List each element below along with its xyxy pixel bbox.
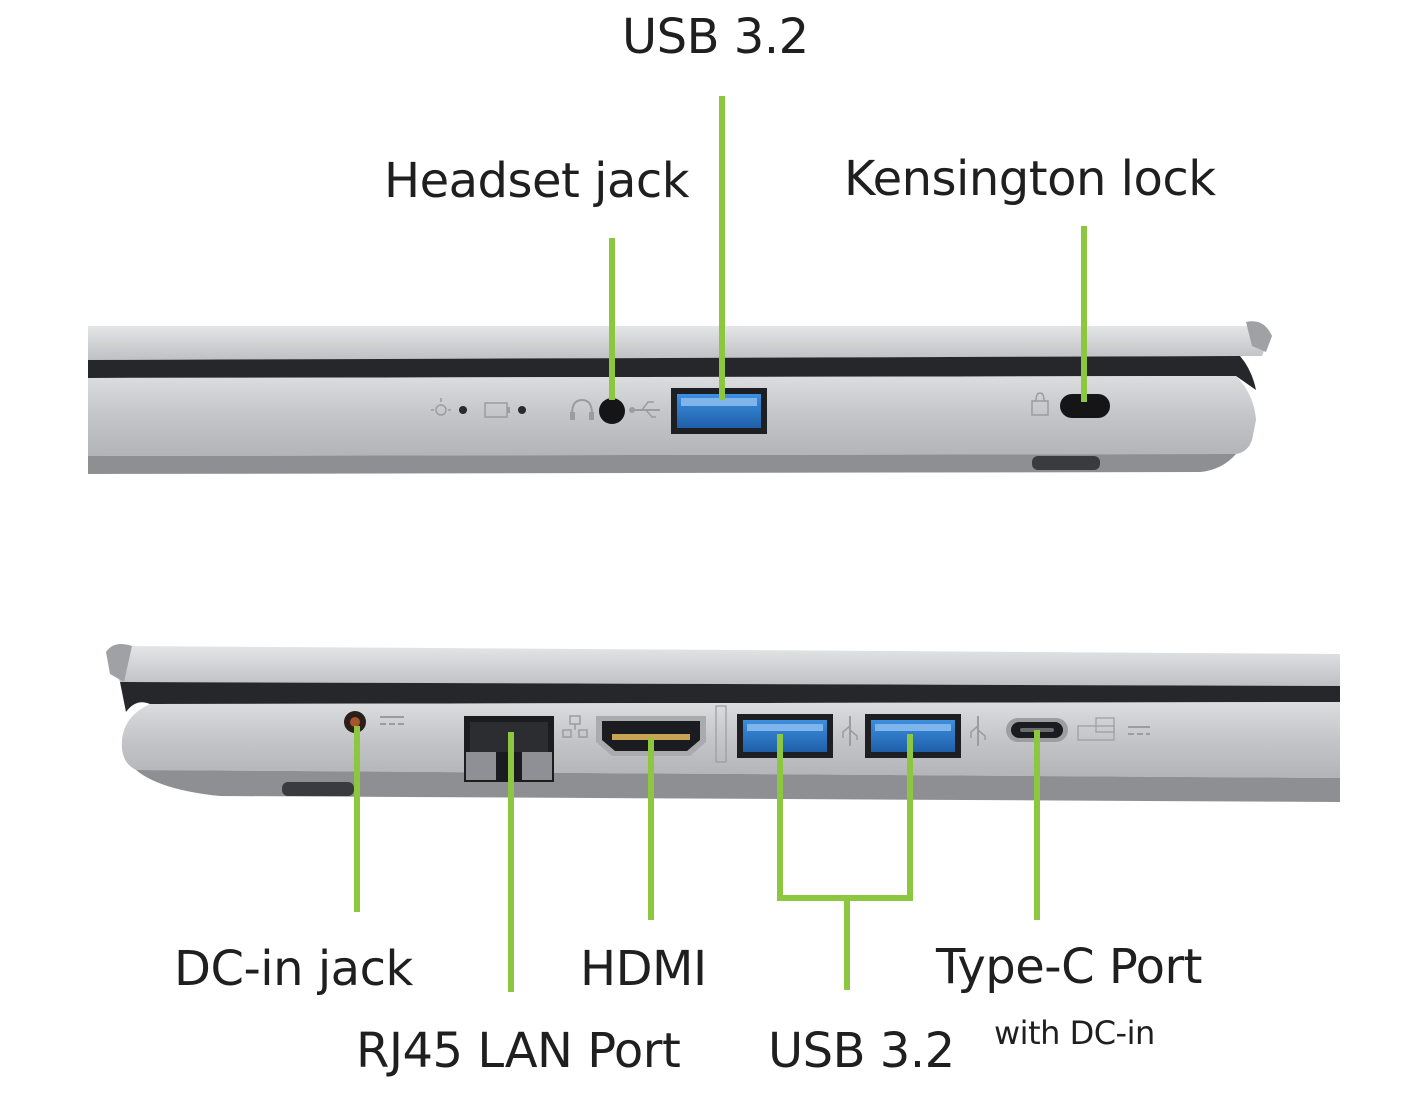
right-side-view xyxy=(88,321,1272,474)
usb-a-port-right xyxy=(671,388,767,434)
kensington-slot xyxy=(1060,394,1110,418)
lid-edge xyxy=(88,326,1268,360)
lid-edge xyxy=(117,646,1341,686)
dc-power-icon xyxy=(380,716,404,725)
label-rj45-lan-port: RJ45 LAN Port xyxy=(356,1023,681,1079)
headset-icon xyxy=(570,398,594,420)
usb-a-port-left-1 xyxy=(737,714,833,758)
base-chassis xyxy=(121,702,1340,778)
hinge xyxy=(1246,321,1272,352)
hinge-seam xyxy=(88,356,1256,390)
label-usb-bottom: USB 3.2 xyxy=(768,1023,955,1079)
hinge-seam xyxy=(120,682,1340,712)
label-type-c-port: Type-C Port xyxy=(936,939,1203,995)
lock-icon xyxy=(1031,392,1049,416)
hinge xyxy=(106,644,132,682)
power-led-icon xyxy=(431,398,451,416)
hdmi-port xyxy=(596,716,706,756)
label-dc-in-jack: DC-in jack xyxy=(174,941,413,997)
dc-in-jack-port xyxy=(344,711,366,733)
left-side-view xyxy=(106,644,1341,802)
label-hdmi: HDMI xyxy=(580,941,707,997)
label-type-c-note: with DC-in xyxy=(994,1014,1155,1052)
base-shadow xyxy=(88,454,1236,474)
network-icon xyxy=(562,715,588,738)
usb-symbol-icon xyxy=(842,716,858,746)
label-headset-jack: Headset jack xyxy=(384,153,690,209)
rubber-foot xyxy=(1032,456,1100,470)
power-led xyxy=(459,406,467,414)
label-kensington-lock: Kensington lock xyxy=(844,151,1216,207)
label-usb-top: USB 3.2 xyxy=(622,9,809,65)
battery-led-icon xyxy=(484,402,510,418)
usb-symbol-icon xyxy=(970,716,986,746)
usb-symbol-icon xyxy=(629,401,660,418)
callout-lines xyxy=(354,96,1087,992)
usb-c-dc-icon xyxy=(1077,717,1150,741)
hdmi-icon xyxy=(715,705,727,763)
headset-jack-port xyxy=(599,398,625,424)
rubber-foot xyxy=(282,782,354,796)
battery-led xyxy=(518,406,526,414)
